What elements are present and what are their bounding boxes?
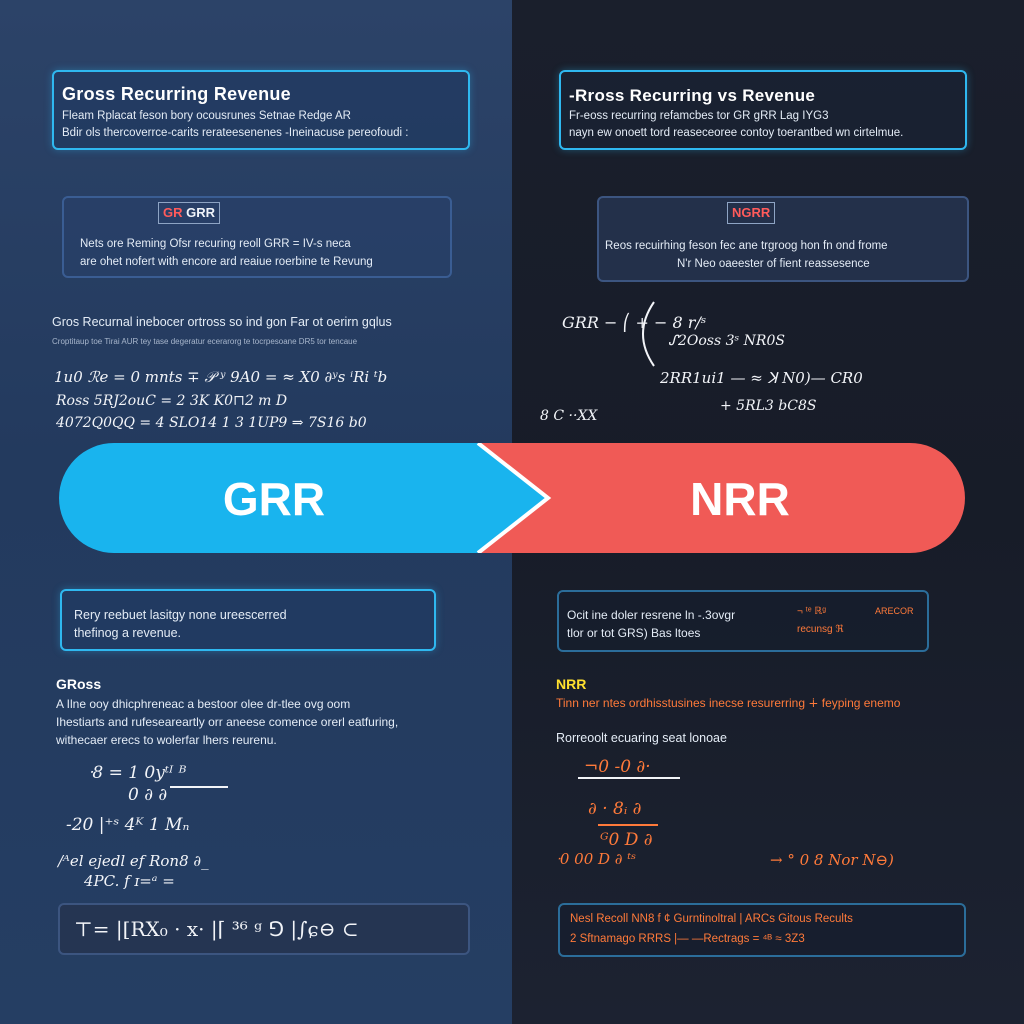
grr-tag: GR GRR bbox=[158, 202, 221, 224]
nrr-label: NRR bbox=[690, 473, 790, 525]
nrr-formula-5: 8 C ··XX bbox=[540, 408, 598, 424]
grr-fraction-bar bbox=[170, 786, 228, 788]
grr-formula-3: 4072Q0QQ = 4 SLO14 1 3 1UP9 ⇒ 7S16 b0 bbox=[56, 415, 367, 431]
nrr-tag-label: GRR bbox=[741, 205, 771, 220]
grr-footer-formula: ⊤= |[RX₀ · x· |⌈ ³⁶ ᵍ ⅁ |∫ɕ⊖ ⊂ bbox=[74, 917, 359, 941]
nrr-math-3: ᴳ0 D ∂ bbox=[600, 830, 653, 850]
grr-section-line-1: A Ilne ooy dhicphreneac a bestoor olee d… bbox=[56, 697, 351, 711]
nrr-sub-heading: Rorreoolt ecuaring seat lonoae bbox=[556, 731, 727, 745]
nrr-footer-line-1: Nesl Recoll NN8 f ¢ Gurntinoltral | ARCs… bbox=[570, 913, 853, 925]
nrr-section-heading: NRR bbox=[556, 676, 587, 692]
grr-intro-line-2: Croptitaup toe Tirai AUR tey tase degera… bbox=[52, 337, 358, 346]
nrr-definition-side-c: ARECOR bbox=[875, 606, 914, 616]
grr-label: GRR bbox=[223, 473, 325, 525]
nrr-header-title: -Rross Recurring vs Revenue bbox=[569, 86, 816, 105]
grr-formula-1: 1u0 ℛe = 0 mnts ∓ 𝒫 ʸ 9A0 = ≈ X0 ∂ʸs ⁱRi… bbox=[54, 368, 388, 386]
nrr-formula-1: GRR − ⎛ + − 8 r/ˢ bbox=[562, 313, 707, 332]
grr-footer-formula-card: ⊤= |[RX₀ · x· |⌈ ³⁶ ᵍ ⅁ |∫ɕ⊖ ⊂ bbox=[58, 903, 470, 955]
nrr-tag-prefix: N bbox=[732, 205, 742, 220]
nrr-fraction-bar-2 bbox=[598, 824, 658, 826]
grr-tag-prefix: GR bbox=[163, 205, 183, 220]
nrr-tag-line-1: Reos recuirhing feson fec ane trgroog ho… bbox=[605, 240, 888, 252]
grr-math-5: 4PC. f ɪ=ᵃ = bbox=[84, 872, 175, 890]
grr-arrow-segment bbox=[59, 443, 549, 553]
nrr-formula-4: + 5RL3 bC8S bbox=[720, 398, 817, 414]
nrr-footer-card: Nesl Recoll NN8 f ¢ Gurntinoltral | ARCs… bbox=[558, 903, 966, 957]
grr-section-line-3: withecaer erecs to wolerfar lhers reuren… bbox=[56, 733, 277, 747]
nrr-header-card: -Rross Recurring vs Revenue Fr-eoss recu… bbox=[559, 70, 967, 150]
nrr-footer-line-2: 2 Sftnamago RRRS |— —Rectrags = ⁴ᴮ ≈ 3Z3 bbox=[570, 933, 805, 945]
grr-section-line-2: Ihestiarts and rufeseareartly orr aneese… bbox=[56, 715, 399, 729]
nrr-math-2: ∂ · 8ᵢ ∂ bbox=[588, 799, 642, 819]
grr-header-line-2: Bdir ols thercoverrce-carits rerateesene… bbox=[62, 127, 409, 139]
grr-nrr-arrow: GRR NRR bbox=[59, 443, 965, 553]
nrr-formula-3: 2RR1ui1 — ≈ ꓘ N0)— CR0 bbox=[660, 369, 863, 387]
grr-tag-card: GR GRR Nets ore Reming Ofsr recuring reo… bbox=[62, 196, 452, 278]
grr-header-card: Gross Recurring Revenue Fleam Rplacat fe… bbox=[52, 70, 470, 150]
nrr-definition-line-2: tlor or tot GRS) Bas ltoes bbox=[567, 626, 701, 640]
grr-math-2: 0 ∂ ∂ bbox=[128, 785, 168, 805]
grr-math-1: ᐧ8 = 1 0yᵗᴵ ᴮ bbox=[88, 763, 187, 783]
grr-intro-line-1: Gros Recurnal inebocer ortross so ind go… bbox=[52, 315, 392, 329]
nrr-arrow-segment bbox=[478, 443, 965, 553]
nrr-header-line-2: nayn ew onoett tord reaseceoree contoy t… bbox=[569, 127, 904, 139]
nrr-header-line-1: Fr-eoss recurring refamcbes tor GR gRR L… bbox=[569, 110, 829, 122]
nrr-tag-line-2: N'r Neo oaeester of fient reassesence bbox=[677, 258, 870, 270]
nrr-tag: NGRR bbox=[727, 202, 776, 224]
grr-definition-card: Rery reebuet lasitgy none ureescerred th… bbox=[60, 589, 436, 651]
grr-header-line-1: Fleam Rplacat feson bory ocousrunes Setn… bbox=[62, 110, 351, 122]
grr-section-heading: GRoss bbox=[56, 676, 102, 692]
grr-tag-line-1: Nets ore Reming Ofsr recuring reoll GRR … bbox=[80, 238, 351, 250]
grr-tag-label: GRR bbox=[186, 205, 216, 220]
grr-formula-2: Ross 5RJ2ouC = 2 3K K0⊓2 m D bbox=[56, 393, 288, 409]
nrr-formula-2: ᔑ2Ooss 3ˢ NR0S bbox=[668, 333, 785, 349]
nrr-fraction-bar-1 bbox=[578, 777, 680, 779]
grr-math-3: -20 |⁺ˢ 4ᴷ 1 Mₙ bbox=[66, 815, 190, 835]
nrr-definition-line-1: Ocit ine doler resrene ln -.3ovgr bbox=[567, 608, 736, 622]
nrr-section-line-1: Tinn ner ntes ordhisstusines inecse resu… bbox=[556, 696, 901, 710]
nrr-tag-card: NGRR Reos recuirhing feson fec ane trgro… bbox=[597, 196, 969, 282]
grr-header-title: Gross Recurring Revenue bbox=[62, 84, 291, 104]
nrr-math-5: → ° 0 8 Nor N⊖) bbox=[770, 851, 894, 869]
arrow-divider bbox=[476, 443, 552, 553]
nrr-math-4: ᐧ0 00 D ∂ ᵗˢ bbox=[556, 850, 637, 868]
nrr-bracket bbox=[642, 301, 655, 367]
grr-tag-line-2: are ohet nofert with encore ard reaiue r… bbox=[80, 256, 373, 268]
grr-definition-line-2: thefinog a revenue. bbox=[74, 626, 182, 640]
grr-definition-line-1: Rery reebuet lasitgy none ureescerred bbox=[74, 608, 287, 622]
nrr-definition-side-a: ¬ ᵗᵉ ℝᵍ bbox=[797, 606, 826, 617]
nrr-definition-card: Ocit ine doler resrene ln -.3ovgr tlor o… bbox=[557, 590, 929, 652]
nrr-definition-side-b: recunsg ℜ bbox=[797, 624, 844, 635]
grr-math-4: /ᴬel ejedl ef Ron8 ∂_ bbox=[58, 852, 209, 870]
nrr-math-1: ¬0 -0 ∂· bbox=[584, 757, 651, 777]
